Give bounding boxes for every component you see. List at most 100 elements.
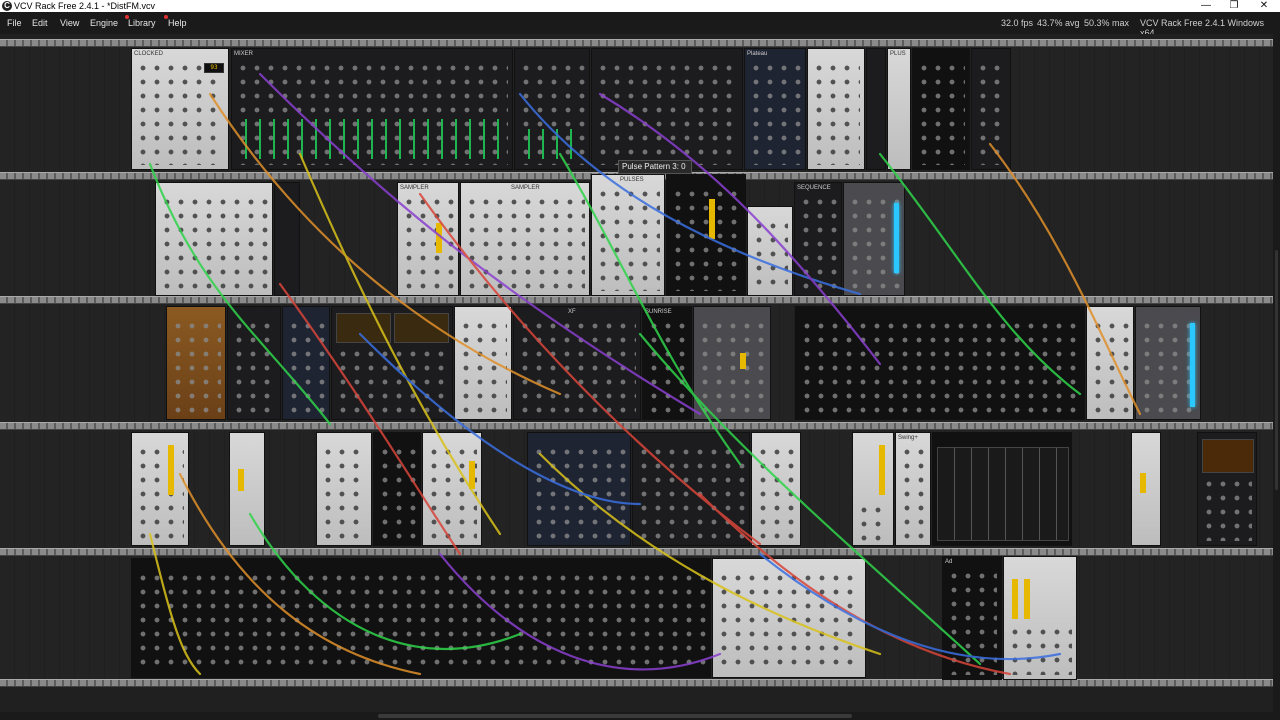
knob-array[interactable] bbox=[857, 503, 889, 541]
vca-module[interactable] bbox=[852, 432, 894, 546]
level-fader[interactable] bbox=[238, 469, 244, 491]
scrollbar-thumb[interactable] bbox=[1275, 250, 1278, 490]
knob-array[interactable] bbox=[698, 319, 766, 415]
plateau-module[interactable]: Plateau bbox=[744, 48, 806, 170]
maximize-button[interactable]: ❐ bbox=[1229, 0, 1239, 11]
utility-module[interactable] bbox=[751, 432, 801, 546]
utility-module[interactable] bbox=[693, 306, 771, 420]
sequencer-module[interactable] bbox=[282, 306, 330, 420]
patch-cable[interactable] bbox=[358, 332, 642, 506]
mixer-module[interactable] bbox=[422, 432, 482, 546]
menu-library[interactable]: Library bbox=[128, 18, 156, 28]
vca-module[interactable] bbox=[1131, 432, 1161, 546]
knob-array[interactable] bbox=[976, 61, 1006, 165]
scope-module[interactable] bbox=[1197, 432, 1257, 546]
knob-array[interactable] bbox=[136, 571, 706, 673]
sampler-module[interactable]: SAMPLER bbox=[460, 182, 590, 296]
knob-array[interactable] bbox=[321, 445, 367, 541]
menu-view[interactable]: View bbox=[60, 18, 80, 28]
knob-array[interactable] bbox=[717, 571, 861, 673]
logic-module[interactable] bbox=[227, 306, 281, 420]
patch-cable[interactable] bbox=[988, 142, 1142, 416]
knob-array[interactable] bbox=[459, 319, 507, 415]
blank-knob-module[interactable] bbox=[795, 306, 1085, 420]
mixer-module[interactable] bbox=[514, 48, 590, 170]
knob-array[interactable] bbox=[1091, 319, 1129, 415]
menu-help[interactable]: Help bbox=[168, 18, 187, 28]
oscillator-module[interactable] bbox=[807, 48, 865, 170]
level-fader[interactable] bbox=[469, 461, 475, 489]
patch-cable[interactable] bbox=[558, 152, 742, 466]
patch-cable[interactable] bbox=[518, 92, 862, 296]
logic-module[interactable] bbox=[316, 432, 372, 546]
knob-array[interactable] bbox=[287, 319, 325, 415]
utility-module[interactable] bbox=[591, 48, 743, 170]
wood-module[interactable] bbox=[166, 306, 226, 420]
patch-cable[interactable] bbox=[758, 552, 1062, 661]
filter-module[interactable] bbox=[912, 48, 970, 170]
patch-cable[interactable] bbox=[698, 492, 1012, 676]
wavetable-module[interactable] bbox=[331, 306, 453, 420]
vertical-scrollbar[interactable] bbox=[1273, 34, 1280, 712]
oscillator-module[interactable] bbox=[712, 558, 866, 678]
clocked-module[interactable]: CLOCKED 93 bbox=[131, 48, 229, 170]
patch-cable[interactable] bbox=[148, 532, 202, 676]
piano-roll-module[interactable] bbox=[932, 432, 1072, 546]
knob-array[interactable] bbox=[756, 445, 796, 541]
knob-array[interactable] bbox=[799, 195, 837, 291]
patch-cable[interactable] bbox=[598, 92, 882, 366]
patch-cable[interactable] bbox=[258, 72, 702, 416]
patch-cable[interactable] bbox=[248, 512, 522, 651]
level-fader[interactable] bbox=[740, 353, 746, 369]
knob-array[interactable] bbox=[800, 319, 1080, 415]
knob-array[interactable] bbox=[427, 445, 477, 541]
patch-cable[interactable] bbox=[298, 152, 502, 536]
knob-array[interactable] bbox=[637, 445, 745, 541]
horizontal-scrollbar[interactable] bbox=[0, 712, 1280, 720]
patch-cable[interactable] bbox=[178, 472, 422, 676]
menu-edit[interactable]: Edit bbox=[32, 18, 48, 28]
filter-module[interactable] bbox=[454, 306, 512, 420]
knob-array[interactable] bbox=[336, 347, 448, 415]
menu-file[interactable]: File bbox=[7, 18, 22, 28]
patch-cable[interactable] bbox=[148, 162, 332, 426]
knob-array[interactable] bbox=[378, 445, 416, 541]
mixer-module[interactable] bbox=[1003, 556, 1077, 680]
scrollbar-thumb[interactable] bbox=[378, 714, 852, 718]
mixer-module[interactable]: MIXER bbox=[231, 48, 513, 170]
minimize-button[interactable]: — bbox=[1201, 0, 1211, 11]
sunrise-module[interactable] bbox=[373, 432, 421, 546]
level-fader[interactable] bbox=[1024, 579, 1030, 619]
patch-cable[interactable] bbox=[278, 282, 462, 556]
patch-cable[interactable] bbox=[208, 92, 562, 396]
blank-knob-module[interactable] bbox=[131, 558, 711, 678]
patch-cable[interactable] bbox=[638, 332, 982, 666]
knob-array[interactable] bbox=[749, 61, 801, 165]
fader-module[interactable] bbox=[747, 206, 793, 296]
close-button[interactable]: ✕ bbox=[1259, 0, 1269, 11]
level-fader[interactable] bbox=[436, 223, 442, 253]
knob-array[interactable] bbox=[1202, 477, 1252, 541]
knob-array[interactable] bbox=[596, 61, 738, 165]
vca-module[interactable] bbox=[131, 432, 189, 546]
knob-array[interactable] bbox=[848, 195, 900, 291]
piano-roll-grid[interactable] bbox=[937, 447, 1069, 541]
level-fader[interactable] bbox=[1140, 473, 1146, 493]
level-fader[interactable] bbox=[168, 445, 174, 495]
knob-array[interactable] bbox=[160, 195, 268, 291]
plus-module[interactable]: PLUS bbox=[887, 48, 911, 170]
envelope-module[interactable] bbox=[843, 182, 905, 296]
knob-array[interactable] bbox=[917, 61, 965, 165]
sampler-module[interactable]: SAMPLER bbox=[397, 182, 459, 296]
narrow-module[interactable] bbox=[274, 182, 300, 296]
patch-cable[interactable] bbox=[538, 452, 882, 656]
narrow-module[interactable] bbox=[866, 48, 886, 170]
knob-array[interactable] bbox=[136, 445, 184, 541]
sequencer-module[interactable] bbox=[155, 182, 273, 296]
knob-array[interactable] bbox=[171, 319, 221, 415]
oscillator-module[interactable] bbox=[1086, 306, 1134, 420]
menu-engine[interactable]: Engine bbox=[90, 18, 119, 28]
patch-cable[interactable] bbox=[878, 152, 1082, 396]
level-fader[interactable] bbox=[709, 199, 715, 239]
swing-module[interactable]: Swing+ bbox=[895, 432, 931, 546]
